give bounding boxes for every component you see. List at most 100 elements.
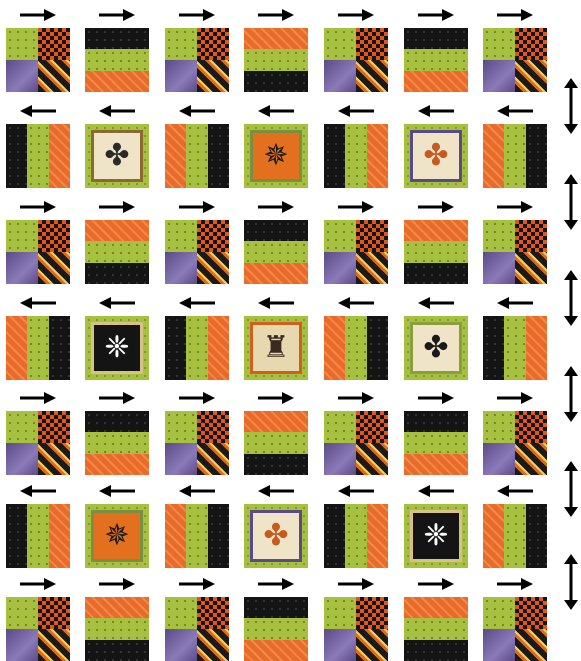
fabric-candy bbox=[356, 443, 388, 475]
arrow-right-icon bbox=[336, 8, 376, 22]
fabric-purple bbox=[6, 60, 38, 92]
fabric-black bbox=[324, 124, 345, 188]
fabric-green bbox=[186, 504, 207, 568]
fabric-green bbox=[27, 316, 48, 380]
fabric-green bbox=[404, 618, 468, 639]
fabric-purple bbox=[324, 60, 356, 92]
arrow-left-icon bbox=[416, 104, 456, 118]
arrow-right-icon bbox=[416, 8, 456, 22]
fabric-green bbox=[85, 618, 149, 639]
fabric-orange bbox=[404, 220, 468, 241]
quilt-block-strip-vertical-a bbox=[165, 316, 229, 380]
quilt-block-strip-horizontal-a bbox=[85, 411, 149, 475]
fabric-orange bbox=[85, 220, 149, 241]
fabric-orange bbox=[324, 316, 345, 380]
quilt-block-nine-patch bbox=[6, 220, 70, 284]
fabric-green bbox=[324, 28, 356, 60]
fabric-green bbox=[85, 241, 149, 262]
fabric-green bbox=[165, 220, 197, 252]
arrow-right-icon bbox=[97, 8, 137, 22]
fabric-green bbox=[165, 28, 197, 60]
arrow-right-icon bbox=[495, 391, 535, 405]
quilt-block-strip-horizontal-b bbox=[85, 220, 149, 284]
fabric-green bbox=[345, 124, 366, 188]
arrow-right-icon bbox=[495, 200, 535, 214]
quilt-block-nine-patch bbox=[324, 28, 388, 92]
ghost-medallion-icon: ❈ bbox=[104, 333, 129, 363]
fabric-purple bbox=[165, 252, 197, 284]
fabric-black bbox=[49, 316, 70, 380]
fabric-black bbox=[526, 504, 547, 568]
quilt-block-nine-patch bbox=[165, 28, 229, 92]
fabric-green bbox=[27, 124, 48, 188]
quilt-block-nine-patch bbox=[6, 597, 70, 661]
quilt-block-nine-patch bbox=[165, 411, 229, 475]
fabric-orange bbox=[165, 124, 186, 188]
quilt-block-nine-patch bbox=[6, 411, 70, 475]
panel-frame: ♜ bbox=[250, 322, 302, 374]
panel-frame: ❈ bbox=[91, 322, 143, 374]
fabric-black bbox=[367, 316, 388, 380]
arrow-left-icon bbox=[336, 484, 376, 498]
arrow-right-icon bbox=[416, 391, 456, 405]
fabric-candy bbox=[356, 60, 388, 92]
panel-frame: ❈ bbox=[410, 510, 462, 562]
arrow-right-icon bbox=[97, 200, 137, 214]
quilt-block-panel-spider-orange: ✵ bbox=[85, 504, 149, 568]
double-vertical-arrow-icon bbox=[563, 554, 579, 610]
arrow-left-icon bbox=[336, 296, 376, 310]
fabric-purple bbox=[6, 443, 38, 475]
arrow-right-icon bbox=[495, 8, 535, 22]
arrow-left-icon bbox=[18, 296, 58, 310]
arrow-right-icon bbox=[256, 8, 296, 22]
quilt-block-nine-patch bbox=[6, 28, 70, 92]
fabric-orange bbox=[244, 28, 308, 49]
fabric-green bbox=[244, 618, 308, 639]
fabric-candy bbox=[515, 60, 547, 92]
fabric-checker bbox=[38, 220, 70, 252]
fabric-black bbox=[244, 71, 308, 92]
fabric-black bbox=[244, 220, 308, 241]
arrow-right-icon bbox=[177, 577, 217, 591]
fabric-green bbox=[244, 241, 308, 262]
arrow-right-icon bbox=[416, 577, 456, 591]
fabric-green bbox=[27, 504, 48, 568]
fabric-checker bbox=[38, 411, 70, 443]
double-vertical-arrow-icon bbox=[563, 461, 579, 517]
fabric-black bbox=[526, 124, 547, 188]
fabric-purple bbox=[483, 443, 515, 475]
arrow-right-icon bbox=[177, 200, 217, 214]
fabric-green bbox=[85, 49, 149, 70]
fabric-orange bbox=[165, 504, 186, 568]
quilt-block-strip-horizontal-b bbox=[404, 597, 468, 661]
arrow-left-icon bbox=[256, 484, 296, 498]
fabric-orange bbox=[526, 316, 547, 380]
fabric-green bbox=[483, 28, 515, 60]
fabric-black bbox=[404, 263, 468, 284]
fabric-purple bbox=[324, 629, 356, 661]
arrow-left-icon bbox=[18, 104, 58, 118]
arrow-right-icon bbox=[256, 577, 296, 591]
fabric-orange bbox=[6, 316, 27, 380]
fabric-checker bbox=[197, 411, 229, 443]
arrow-right-icon bbox=[97, 577, 137, 591]
fabric-purple bbox=[324, 443, 356, 475]
fabric-candy bbox=[197, 60, 229, 92]
arrow-left-icon bbox=[18, 484, 58, 498]
arrow-right-icon bbox=[416, 200, 456, 214]
fabric-orange bbox=[483, 124, 504, 188]
fabric-black bbox=[85, 28, 149, 49]
witch-medallion-icon: ✤ bbox=[263, 521, 288, 551]
fabric-purple bbox=[483, 252, 515, 284]
double-vertical-arrow-icon bbox=[563, 270, 579, 326]
fabric-black bbox=[208, 504, 229, 568]
arrow-left-icon bbox=[177, 104, 217, 118]
quilt-block-panel-ghost-black: ❈ bbox=[404, 504, 468, 568]
fabric-black bbox=[85, 640, 149, 661]
arrow-right-icon bbox=[18, 8, 58, 22]
panel-frame: ✤ bbox=[91, 130, 143, 182]
quilt-block-panel-witch-purple: ✤ bbox=[244, 504, 308, 568]
fabric-purple bbox=[165, 443, 197, 475]
fabric-orange bbox=[49, 504, 70, 568]
fabric-purple bbox=[6, 252, 38, 284]
